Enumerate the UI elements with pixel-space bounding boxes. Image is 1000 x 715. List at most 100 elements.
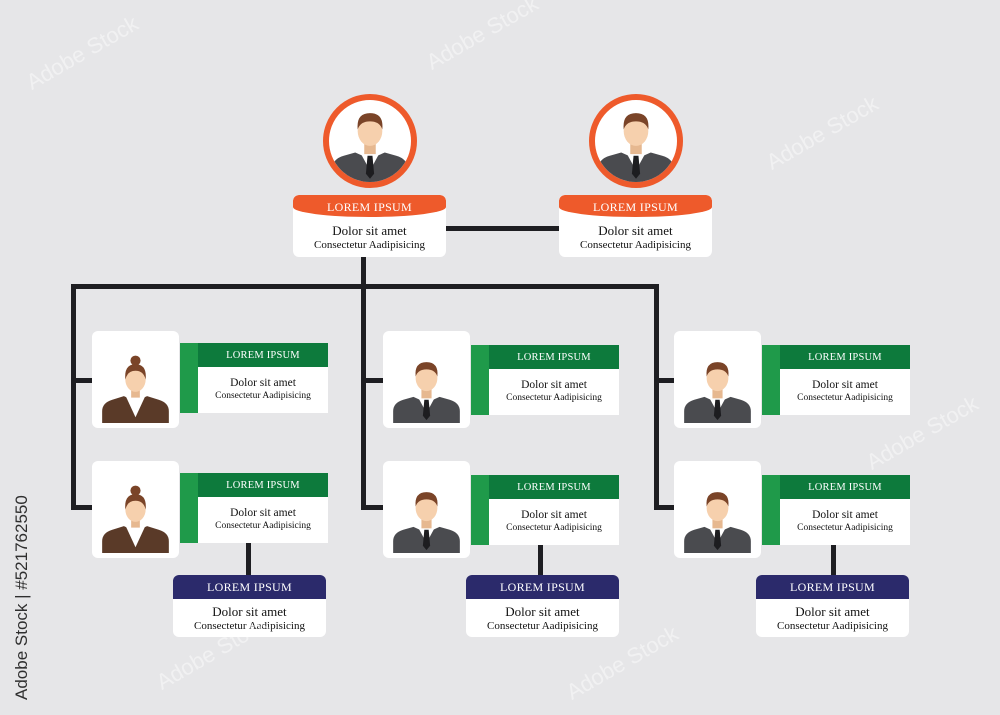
card-title: LOREM IPSUM — [489, 475, 619, 499]
sub-card: LOREM IPSUM Dolor sit amet Consectetur A… — [173, 575, 326, 637]
businesswoman-icon — [102, 485, 169, 553]
businessman-icon — [393, 362, 460, 423]
face — [415, 365, 438, 392]
tie — [422, 399, 431, 421]
hair — [415, 362, 438, 377]
connector-line — [654, 505, 676, 510]
connector-line — [71, 284, 659, 289]
businessman-icon — [598, 113, 674, 182]
card-line2: Consectetur Aadipisicing — [215, 521, 311, 531]
card-line1: Dolor sit amet — [505, 604, 580, 619]
top-card: LOREM IPSUM Dolor sit amet Consectetur A… — [559, 195, 712, 257]
card-title: LOREM IPSUM — [559, 195, 712, 217]
card-title: LOREM IPSUM — [198, 343, 328, 367]
businessman-icon — [684, 492, 751, 553]
card-line2: Consectetur Aadipisicing — [797, 523, 893, 533]
neck — [712, 388, 723, 399]
hair — [125, 494, 146, 510]
card-line1: Dolor sit amet — [332, 223, 407, 238]
neck — [712, 518, 723, 529]
connector-line — [654, 284, 659, 510]
face — [125, 367, 146, 392]
card-line2: Consectetur Aadipisicing — [487, 620, 598, 632]
sub-card: LOREM IPSUM Dolor sit amet Consectetur A… — [756, 575, 909, 637]
hair — [415, 492, 438, 507]
card-line1: Dolor sit amet — [212, 604, 287, 619]
member-card: LOREM IPSUM Dolor sit amet Consectetur A… — [762, 345, 910, 415]
stock-id-label: Adobe Stock | #521762550 — [12, 495, 31, 700]
card-accent — [471, 475, 489, 545]
top-avatar-circle — [589, 94, 683, 188]
card-line2: Consectetur Aadipisicing — [580, 239, 691, 251]
member-card: LOREM IPSUM Dolor sit amet Consectetur A… — [180, 473, 328, 543]
card-accent — [471, 345, 489, 415]
member-avatar — [383, 461, 470, 558]
tie — [713, 399, 722, 421]
connector-line — [361, 378, 385, 383]
member-avatar — [92, 331, 179, 428]
card-line1: Dolor sit amet — [598, 223, 673, 238]
tie — [713, 529, 722, 551]
connector-line — [538, 542, 543, 576]
card-title: LOREM IPSUM — [780, 345, 910, 369]
businessman-icon — [684, 362, 751, 423]
hair — [357, 113, 383, 130]
tie — [422, 529, 431, 551]
blouse — [126, 526, 145, 548]
card-line1: Dolor sit amet — [521, 379, 587, 391]
neck — [131, 388, 140, 398]
neck — [421, 518, 432, 529]
businessman-icon — [332, 113, 408, 182]
card-title: LOREM IPSUM — [489, 345, 619, 369]
businessman-icon — [393, 492, 460, 553]
face — [706, 495, 729, 522]
card-line1: Dolor sit amet — [812, 379, 878, 391]
card-accent — [180, 473, 198, 543]
member-avatar — [383, 331, 470, 428]
member-card: LOREM IPSUM Dolor sit amet Consectetur A… — [762, 475, 910, 545]
hair — [623, 113, 649, 130]
hair-bun — [130, 485, 141, 496]
card-line1: Dolor sit amet — [812, 509, 878, 521]
connector-line — [246, 542, 251, 576]
neck — [630, 142, 642, 155]
businesswoman-icon — [102, 355, 169, 423]
connector-line — [71, 284, 76, 510]
card-line1: Dolor sit amet — [795, 604, 870, 619]
face — [415, 495, 438, 522]
card-line2: Consectetur Aadipisicing — [314, 239, 425, 251]
tie — [365, 155, 375, 179]
connector-line — [71, 505, 93, 510]
card-line2: Consectetur Aadipisicing — [777, 620, 888, 632]
card-title: LOREM IPSUM — [198, 473, 328, 497]
hair-bun — [130, 355, 141, 366]
connector-line — [831, 542, 836, 576]
sub-card: LOREM IPSUM Dolor sit amet Consectetur A… — [466, 575, 619, 637]
member-card: LOREM IPSUM Dolor sit amet Consectetur A… — [471, 475, 619, 545]
neck — [421, 388, 432, 399]
card-line2: Consectetur Aadipisicing — [194, 620, 305, 632]
hair — [706, 492, 729, 507]
card-line1: Dolor sit amet — [230, 377, 296, 389]
top-avatar-circle — [323, 94, 417, 188]
member-avatar — [92, 461, 179, 558]
card-line2: Consectetur Aadipisicing — [506, 393, 602, 403]
face — [623, 116, 649, 146]
card-accent — [762, 475, 780, 545]
card-line1: Dolor sit amet — [521, 509, 587, 521]
member-card: LOREM IPSUM Dolor sit amet Consectetur A… — [471, 345, 619, 415]
card-accent — [180, 343, 198, 413]
connector-line — [654, 378, 676, 383]
card-title: LOREM IPSUM — [756, 575, 909, 599]
connector-line — [361, 505, 385, 510]
card-title: LOREM IPSUM — [293, 195, 446, 217]
card-title: LOREM IPSUM — [173, 575, 326, 599]
member-card: LOREM IPSUM Dolor sit amet Consectetur A… — [180, 343, 328, 413]
tie — [631, 155, 641, 179]
blouse — [126, 396, 145, 418]
connector-line — [71, 378, 93, 383]
face — [706, 365, 729, 392]
hair — [125, 364, 146, 380]
member-avatar — [674, 331, 761, 428]
